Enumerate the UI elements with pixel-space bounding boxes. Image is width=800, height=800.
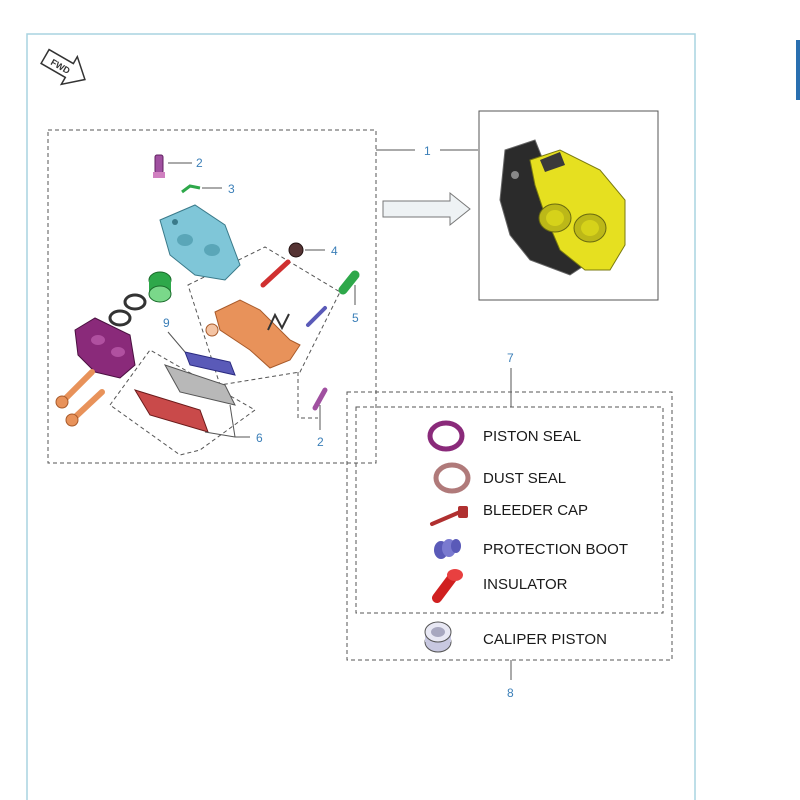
legend-protection-boot: PROTECTION BOOT: [483, 541, 628, 558]
caliper-bracket-part: [205, 299, 301, 369]
callout-4: 4: [331, 244, 338, 258]
caliper-piston-icon: [424, 621, 452, 653]
page-frame: [26, 33, 696, 800]
piston-seal-icon: [427, 420, 465, 452]
protection-boot-icon: [434, 539, 461, 559]
outer-caliper-part: [74, 317, 136, 379]
assembled-caliper-image: [499, 139, 626, 276]
legend-bleeder-cap: BLEEDER CAP: [483, 502, 588, 519]
callout-3: 3: [228, 182, 235, 196]
pin-bolt-part: [306, 306, 327, 327]
leader-9: [167, 331, 186, 353]
seal-ring-2: [108, 309, 132, 327]
bleeder-screw-part: [153, 154, 165, 178]
caliper-bolt-1: [55, 369, 95, 409]
slide-pin-nut-part: [288, 242, 304, 258]
legend-dust-seal: DUST SEAL: [483, 470, 566, 487]
boot-part: [338, 270, 360, 295]
assembly-arrow-icon: [382, 191, 471, 227]
bleeder-screw-lower-part: [312, 387, 328, 411]
forward-arrow-icon: FWD: [40, 48, 86, 86]
callout-8: 8: [507, 686, 514, 700]
leader-6b: [204, 431, 236, 438]
caliper-body-part: [159, 204, 241, 281]
callout-9: 9: [163, 316, 170, 330]
callout-6: 6: [256, 431, 263, 445]
brake-pad-inner: [163, 364, 236, 406]
insulator-icon: [432, 569, 463, 603]
legend-piston-seal: PISTON SEAL: [483, 428, 581, 445]
bleeder-cap-icon: [430, 506, 468, 526]
callout-1: 1: [424, 144, 431, 158]
green-piston-part: [148, 271, 172, 303]
dust-seal-icon: [433, 462, 471, 494]
pad-group-outline: [109, 349, 256, 456]
leader-2b-dash: [297, 372, 318, 419]
legend-outer-box: [346, 391, 673, 661]
pad-shim-part: [184, 351, 236, 376]
slide-pin-part: [260, 259, 291, 288]
callout-2a: 2: [196, 156, 203, 170]
legend-insulator: INSULATOR: [483, 576, 568, 593]
callout-5: 5: [352, 311, 359, 325]
retaining-clip-part: [181, 184, 201, 194]
callout-2b: 2: [317, 435, 324, 449]
right-edge-bar: [796, 40, 800, 100]
legend-inner-box: [355, 406, 664, 614]
exploded-view-box: [47, 129, 377, 464]
leader-6a: [229, 404, 236, 438]
bracket-group-outline: [187, 246, 341, 386]
legend-caliper-piston: CALIPER PISTON: [483, 631, 607, 648]
pad-spring-part: [267, 312, 290, 331]
callout-7: 7: [507, 351, 514, 365]
seal-ring-1: [123, 293, 147, 311]
caliper-bolt-2: [65, 389, 105, 427]
